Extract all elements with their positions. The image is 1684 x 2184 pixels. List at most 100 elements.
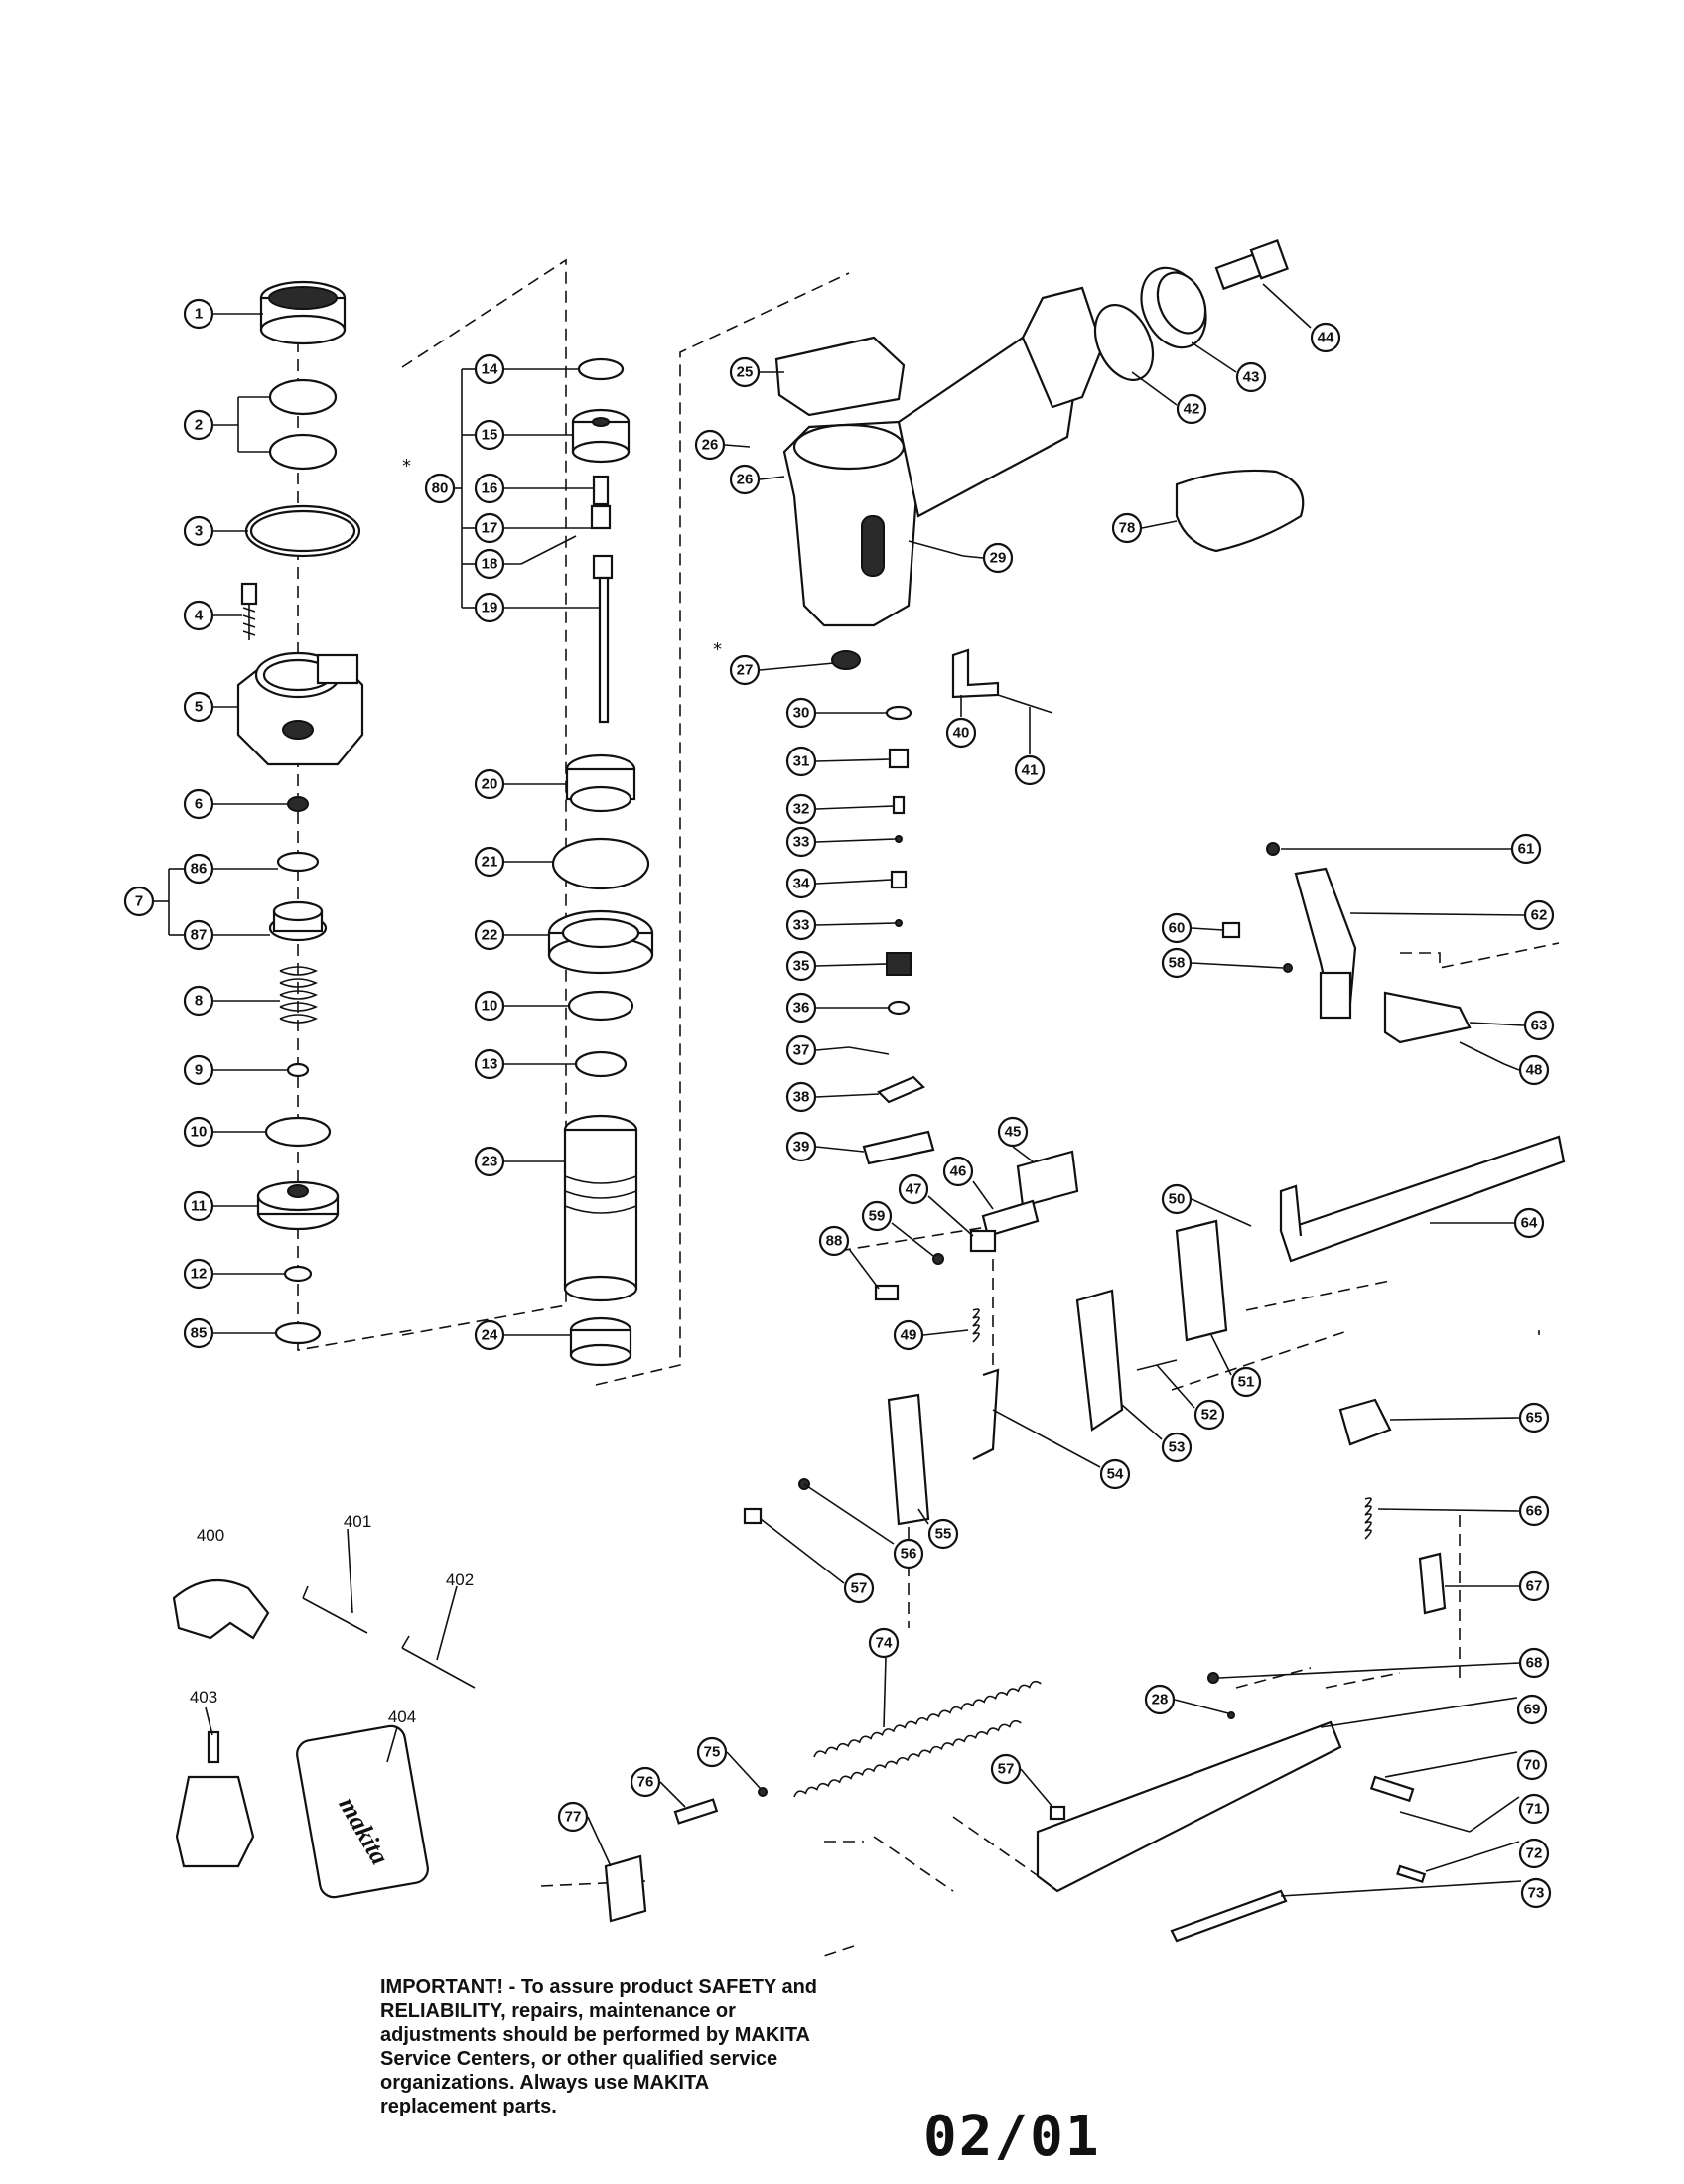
callout: 56	[893, 1538, 924, 1570]
callout-number: 47	[906, 1181, 922, 1198]
callout-circle	[183, 853, 214, 885]
callout-circle	[1518, 1054, 1550, 1086]
callout-number: 28	[1152, 1692, 1169, 1708]
part-19-driver-blade	[592, 554, 614, 724]
callout: 25	[729, 356, 761, 388]
callout-circle	[945, 717, 977, 749]
callout: 33	[785, 909, 817, 941]
callout-circle	[123, 886, 155, 917]
callout-circle	[785, 909, 817, 941]
callout-circle	[474, 548, 505, 580]
callout-circle	[474, 353, 505, 385]
part-18-pin	[520, 535, 577, 565]
callout: 75	[696, 1736, 728, 1768]
part-6-plug	[287, 796, 309, 812]
part-76-pin	[673, 1798, 719, 1825]
callout: 85	[183, 1317, 214, 1349]
part-27-check	[831, 650, 861, 670]
callout-number: 72	[1526, 1845, 1543, 1862]
part-403-oil-bottle	[175, 1730, 255, 1868]
callout-number: 56	[901, 1546, 917, 1563]
part-71-bolt	[1399, 1811, 1471, 1833]
callout-number: 17	[482, 520, 498, 537]
callout-number: 33	[793, 834, 810, 851]
callout-number: 36	[793, 1000, 810, 1017]
callout: 59	[861, 1200, 893, 1232]
callout: 31	[785, 746, 817, 777]
label-400: 400	[197, 1526, 224, 1545]
part-40-bracket	[951, 648, 1000, 699]
part-57b-screw	[1049, 1805, 1066, 1821]
part-26-body-housing	[782, 336, 1084, 627]
callout-circle	[1516, 1749, 1548, 1781]
callout-number: 67	[1526, 1578, 1543, 1595]
callout: 27	[729, 654, 761, 686]
important-notice: IMPORTANT! - To assure product SAFETY an…	[380, 1977, 818, 2117]
callout: 23	[474, 1146, 505, 1177]
part-2-o-ring-upper	[268, 378, 338, 416]
callout-circle	[474, 846, 505, 878]
callout: 52	[1193, 1399, 1225, 1431]
callout-circle	[785, 697, 817, 729]
label-402: 402	[446, 1570, 474, 1589]
part-44-air-plug	[1214, 239, 1289, 291]
callout-circle	[1176, 393, 1207, 425]
part-17-nut	[590, 504, 612, 530]
part-86-o-ring	[276, 851, 320, 873]
part-5-cylinder-cap	[236, 651, 364, 766]
callout: 72	[1518, 1838, 1550, 1869]
callout-circle	[942, 1156, 974, 1187]
callout-circle	[818, 1225, 850, 1257]
callout-number: 26	[737, 472, 754, 488]
callout-number: 15	[482, 427, 498, 444]
part-87-valve	[268, 900, 328, 942]
part-63-lever-arm	[1383, 991, 1472, 1044]
callout-circle	[729, 356, 761, 388]
callout-number: 48	[1526, 1062, 1543, 1079]
callout-number: 44	[1318, 330, 1334, 346]
callout-circle	[729, 654, 761, 686]
callout-circle	[474, 1048, 505, 1080]
part-1-cap-ring	[259, 280, 347, 345]
callout-circle	[1161, 912, 1193, 944]
callout-number: 65	[1526, 1410, 1543, 1427]
callout-number: 10	[191, 1124, 208, 1141]
callout-number: 11	[191, 1198, 207, 1215]
callout: 43	[1235, 361, 1267, 393]
callout-circle	[694, 429, 726, 461]
callout-circle	[183, 691, 214, 723]
callout-number: 35	[793, 958, 810, 975]
part-78-grip	[1175, 469, 1305, 553]
callout-circle	[183, 985, 214, 1017]
callout: 40	[945, 717, 977, 749]
callout-number: 13	[482, 1056, 498, 1073]
callout: 7	[123, 886, 155, 917]
callout: 22	[474, 919, 505, 951]
part-20-bumper	[565, 753, 636, 813]
callout: 66	[1518, 1495, 1550, 1527]
callout: 51	[1230, 1366, 1262, 1398]
callout-circle	[785, 992, 817, 1024]
part-36-o-ring	[887, 1000, 911, 1016]
callout-number: 43	[1243, 369, 1260, 386]
part-88-bolt	[874, 1284, 900, 1301]
callout: 57	[990, 1753, 1022, 1785]
callout-number: 60	[1169, 920, 1186, 937]
callout: 6	[183, 788, 214, 820]
callout-number: 27	[737, 662, 754, 679]
callout: 67	[1518, 1570, 1550, 1602]
callout: 48	[1518, 1054, 1550, 1086]
part-69-magazine	[1036, 1720, 1342, 1893]
callout: 70	[1516, 1749, 1548, 1781]
callout-circle	[183, 298, 214, 330]
callout: 53	[1161, 1432, 1193, 1463]
callout-circle	[1523, 899, 1555, 931]
callout-circle	[1161, 1183, 1193, 1215]
callout-circle	[183, 1190, 214, 1222]
callout-number: 6	[195, 796, 203, 813]
callout: 18	[474, 548, 505, 580]
callout: 60	[1161, 912, 1193, 944]
part-85-ring	[274, 1321, 322, 1345]
